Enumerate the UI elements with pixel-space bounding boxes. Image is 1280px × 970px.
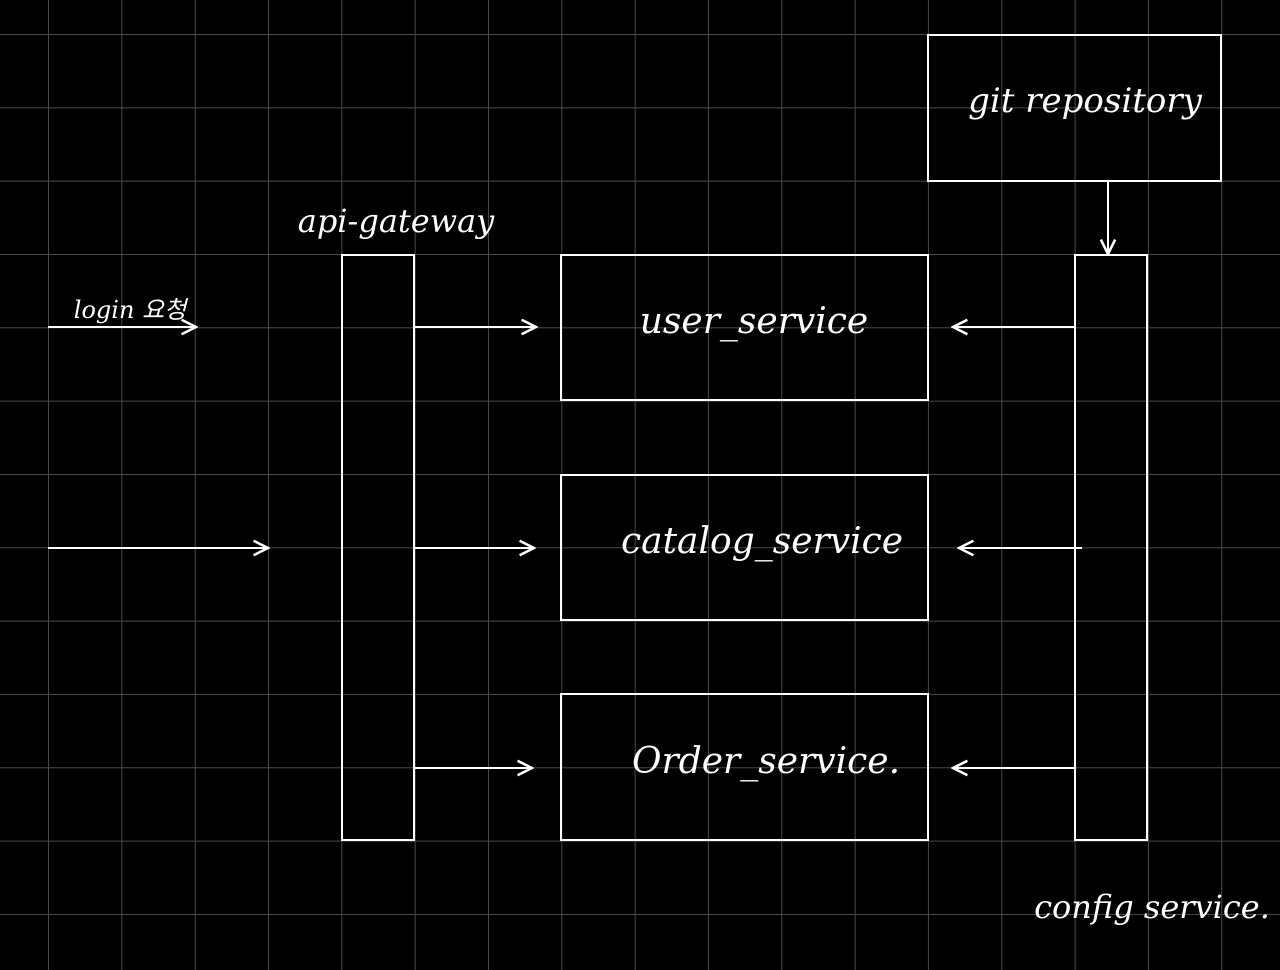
catalog-service-label: catalog_service — [621, 521, 903, 562]
order-service-box — [560, 693, 929, 841]
config-service-bar — [1074, 254, 1148, 841]
login-request-label: login 요청 — [74, 296, 189, 324]
git-repository-box — [927, 34, 1222, 182]
git-repository-label: git repository — [968, 81, 1202, 121]
config-service-label: config service. — [1034, 888, 1270, 926]
catalog-service-box — [560, 474, 929, 621]
api-gateway-bar — [341, 254, 415, 841]
api-gateway-label: api-gateway — [298, 202, 495, 240]
order-service-label: Order_service. — [632, 741, 900, 782]
user-service-box — [560, 254, 929, 401]
user-service-label: user_service — [640, 301, 868, 342]
